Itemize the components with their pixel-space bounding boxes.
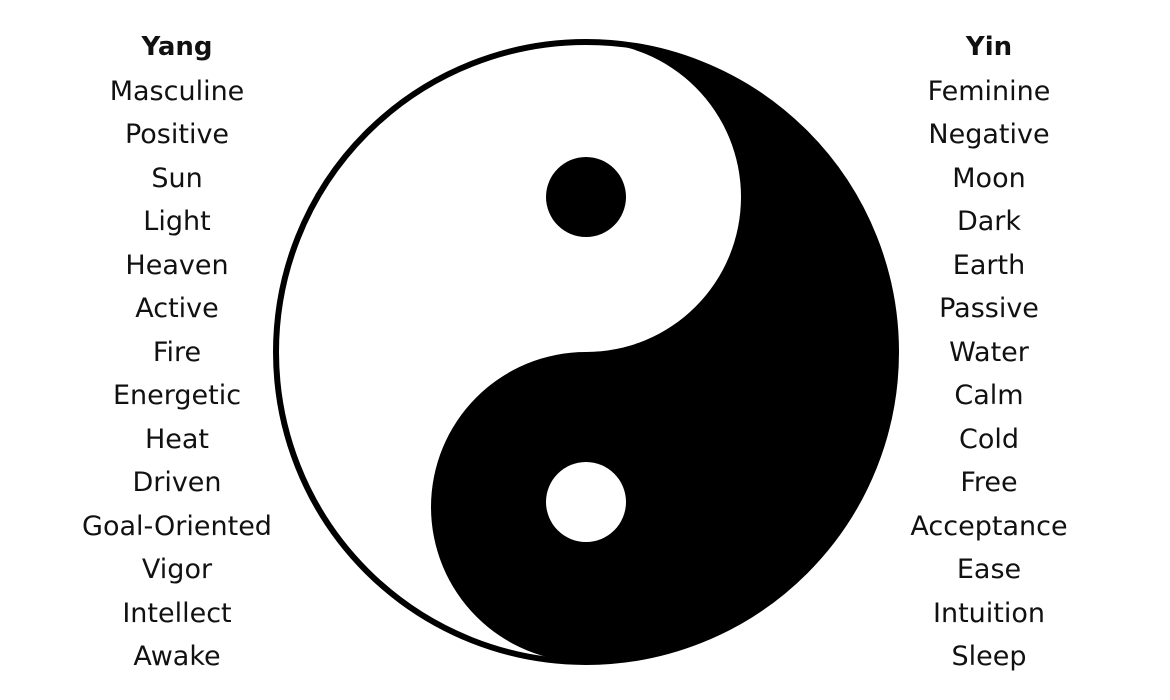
outer-ring (273, 39, 899, 665)
yin-item: Acceptance (910, 510, 1068, 542)
yang-item: Masculine (109, 75, 245, 107)
yang-heading: Yang (141, 32, 213, 62)
yin-item: Passive (939, 293, 1039, 324)
yin-item: Negative (928, 119, 1050, 150)
yang-item: Sun (151, 162, 203, 194)
yin-dot (546, 157, 626, 237)
yin-item: Feminine (927, 75, 1051, 107)
yin-item: Cold (958, 423, 1019, 455)
yin-item: Sleep (951, 641, 1027, 672)
yang-item: Driven (132, 467, 222, 498)
yang-item: Heaven (125, 249, 229, 281)
yang-column: Yang Masculine Positive Sun Light Heaven… (27, 26, 327, 679)
yang-item: Heat (144, 423, 210, 455)
yin-column: Yin Feminine Negative Moon Dark Earth Pa… (839, 26, 1139, 679)
yang-item: Goal-Oriented (82, 510, 272, 542)
yin-heading: Yin (965, 32, 1013, 62)
yin-item: Earth (952, 249, 1026, 281)
yang-item: Light (143, 206, 211, 237)
yin-item: Ease (956, 554, 1022, 585)
yang-item: Active (135, 293, 219, 324)
yang-item: Awake (133, 641, 221, 672)
yang-item: Intellect (122, 597, 232, 629)
yin-item: Moon (952, 162, 1026, 194)
yang-item: Positive (124, 119, 230, 150)
yang-item: Fire (152, 336, 202, 368)
yang-item: Vigor (141, 554, 213, 585)
yang-dot (546, 462, 626, 542)
yang-item: Energetic (112, 380, 242, 411)
yin-item: Water (949, 336, 1029, 368)
yin-item: Calm (954, 380, 1024, 411)
yin-item: Intuition (933, 597, 1045, 629)
yin-item: Free (960, 467, 1018, 498)
yin-yang-symbol (273, 39, 899, 665)
yin-item: Dark (956, 206, 1022, 237)
